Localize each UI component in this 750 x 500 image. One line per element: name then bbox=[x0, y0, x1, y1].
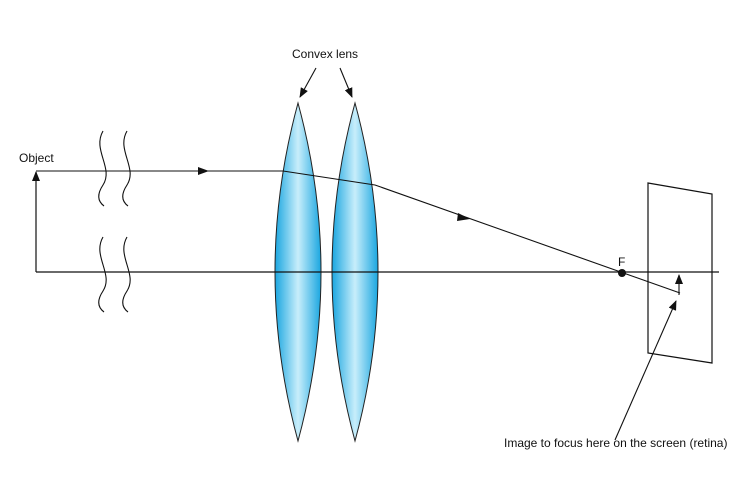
lens-pointer-2 bbox=[339, 67, 353, 98]
focal-point-label: F bbox=[618, 255, 626, 269]
break-marks bbox=[98, 130, 131, 313]
screen-retina bbox=[647, 182, 713, 364]
lens-label: Convex lens bbox=[292, 47, 359, 61]
object-label: Object bbox=[19, 151, 54, 165]
ray-arrow-1 bbox=[198, 167, 209, 175]
focal-point bbox=[618, 269, 626, 277]
image-note-label: Image to focus here on the screen (retin… bbox=[504, 436, 728, 450]
light-ray bbox=[36, 170, 681, 294]
ray-arrow-2 bbox=[457, 213, 470, 221]
lens-pointer-1 bbox=[299, 67, 317, 98]
image-pointer-arrow bbox=[614, 300, 677, 441]
